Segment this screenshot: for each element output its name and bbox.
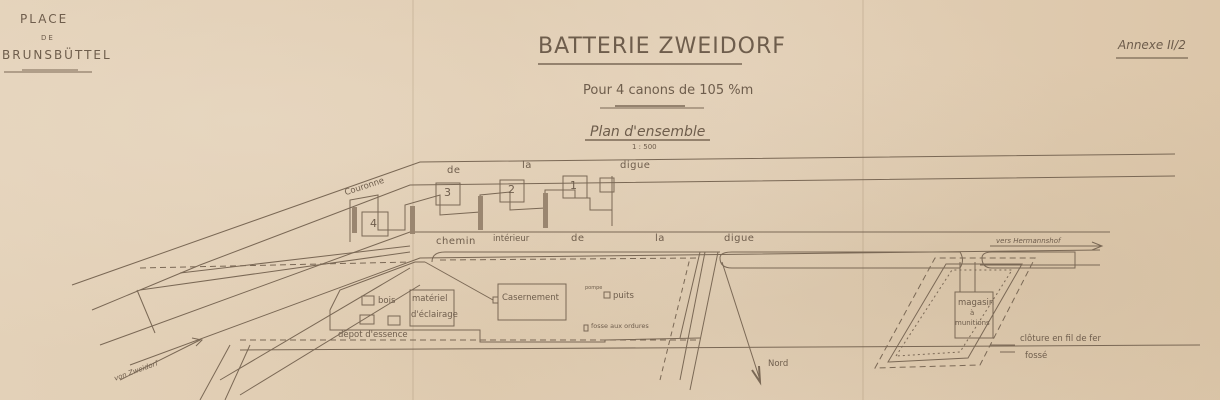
- digue-label: digue: [620, 160, 651, 171]
- map-subtitle: Pour 4 canons de 105 %m: [583, 83, 754, 98]
- cloture-label: clôture en fil de fer: [1020, 334, 1101, 344]
- de-label-mid: de: [571, 233, 585, 244]
- magasin-label: magasin: [958, 298, 995, 308]
- casernement-label: Casernement: [502, 293, 559, 303]
- gun-position-1: 1: [570, 179, 578, 192]
- depot-essence-label: dépot d'essence: [338, 330, 408, 340]
- chemin-label: chemin: [436, 236, 476, 247]
- map-title: BATTERIE ZWEIDORF: [538, 34, 786, 59]
- la-label-mid: la: [655, 233, 665, 244]
- la-label: la: [522, 160, 532, 171]
- eclairage-label: d'éclairage: [411, 310, 458, 320]
- de-label: de: [447, 165, 461, 176]
- fold-line: [862, 0, 864, 400]
- munitions-label: munitions: [955, 319, 990, 327]
- interieur-label: intérieur: [493, 234, 530, 244]
- place-label-line3: BRUNSBÜTTEL: [2, 48, 112, 62]
- plan-label: Plan d'ensemble: [590, 124, 706, 140]
- place-label-line2: DE: [41, 34, 55, 42]
- gun-position-4: 4: [370, 217, 378, 230]
- place-label-line1: PLACE: [20, 12, 69, 26]
- gun-position-2: 2: [508, 183, 516, 196]
- fold-line: [412, 0, 414, 400]
- nord-label: Nord: [768, 359, 789, 369]
- fosse-ordures-label: fosse aux ordures: [591, 322, 649, 330]
- pompe-label: pompe: [585, 285, 603, 291]
- digue-label-mid: digue: [724, 233, 755, 244]
- puits-label: puits: [613, 291, 634, 301]
- bois-label: bois: [378, 296, 396, 306]
- scale-label: 1 : 500: [632, 143, 657, 151]
- vers-hermannshof-label: vers Hermannshof: [996, 237, 1061, 245]
- materiel-label: matériel: [412, 294, 448, 304]
- annex-label: Annexe II/2: [1118, 38, 1186, 52]
- fosse-label: fossé: [1025, 351, 1048, 361]
- magasin-a-label: à: [970, 309, 975, 317]
- gun-position-3: 3: [444, 186, 452, 199]
